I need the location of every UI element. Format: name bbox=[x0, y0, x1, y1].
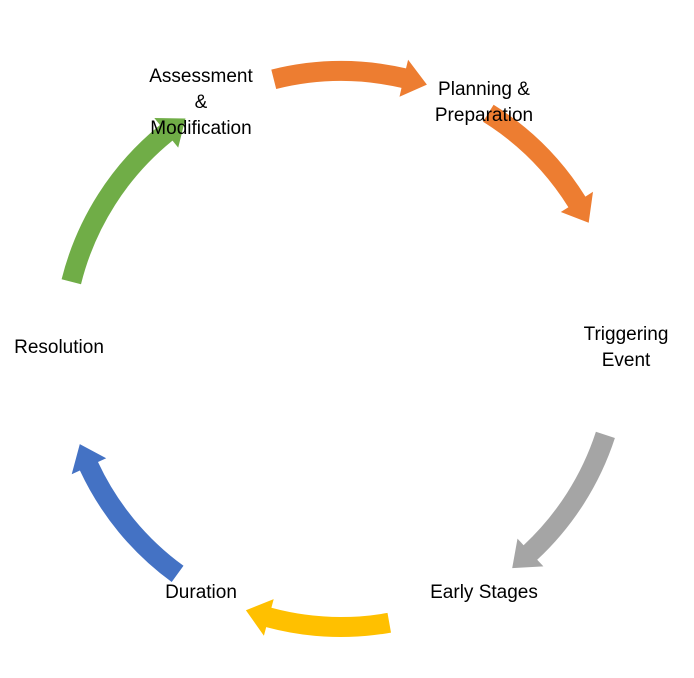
stage-label-line: Planning & bbox=[438, 79, 530, 100]
stage-label-line: Event bbox=[601, 350, 651, 371]
stage-label-line: Duration bbox=[165, 582, 237, 603]
arrow-early-to-duration bbox=[245, 599, 391, 637]
stage-label-line: Preparation bbox=[434, 105, 534, 126]
stage-label-assessment: Assessment & Modification bbox=[131, 64, 271, 142]
arrow-triggering-to-early bbox=[512, 431, 615, 569]
stage-label-line: Resolution bbox=[14, 337, 104, 358]
stage-label-line: Triggering bbox=[583, 324, 669, 345]
stage-label-resolution: Resolution bbox=[4, 335, 114, 361]
arrow-assessment-to-planning bbox=[271, 59, 427, 97]
arrow-duration-to-resolution bbox=[71, 444, 184, 582]
stage-label-duration: Duration bbox=[141, 580, 261, 606]
arrow-planning-to-triggering bbox=[483, 104, 593, 223]
stage-label-line: Assessment bbox=[149, 66, 253, 87]
stage-label-early-stages: Early Stages bbox=[414, 580, 554, 606]
stage-label-line: Modification bbox=[150, 118, 252, 139]
stage-label-triggering: Triggering Event bbox=[571, 322, 681, 374]
stage-label-line: Early Stages bbox=[430, 582, 538, 603]
stage-label-planning: Planning & Preparation bbox=[414, 77, 554, 129]
stage-label-line: & bbox=[194, 92, 208, 113]
arrow-resolution-to-assessment bbox=[61, 118, 186, 285]
